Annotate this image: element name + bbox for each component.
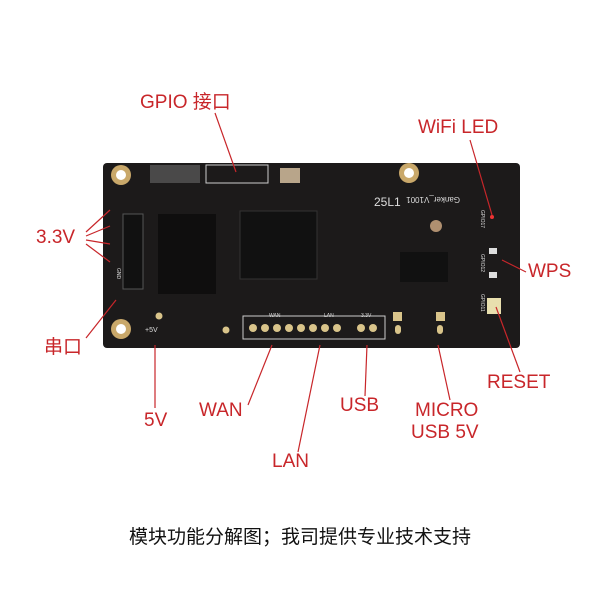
serial-label: 串口 <box>44 337 83 358</box>
caption: 模块功能分解图；我司提供专业技术支持 <box>128 526 471 548</box>
board-model-silk: Ganker_V1001 <box>406 195 460 204</box>
leader-lines <box>85 112 527 453</box>
wifi-led-label: WiFi LED <box>418 117 499 138</box>
serial-header <box>122 213 144 290</box>
gpio17-silk: GPIO17 <box>479 210 485 228</box>
soc-chip <box>239 210 318 280</box>
micro-label: MICRO <box>415 400 479 421</box>
v5-label: 5V <box>144 410 168 431</box>
ic-chip <box>400 252 448 282</box>
gpio12-silk: GPIO12 <box>479 254 485 272</box>
v5-silk: +5V <box>145 327 158 334</box>
gpio-pads <box>205 164 269 184</box>
lan-label: LAN <box>272 451 309 472</box>
v33-silk: 3.3V <box>361 313 372 319</box>
board-mark-silk: 25L1 <box>374 195 401 209</box>
circuit-board: Ganker_V1001 25L1 WAN LAN 3.3V +5V GND G… <box>103 163 520 348</box>
usb-label: USB <box>340 395 380 416</box>
lan-silk: LAN <box>324 313 334 319</box>
reset-button <box>487 298 501 314</box>
wan-silk: WAN <box>269 313 281 319</box>
wps-label: WPS <box>528 261 572 282</box>
micro-usb5v-label: USB 5V <box>411 422 479 443</box>
reset-label: RESET <box>487 372 551 393</box>
gnd-silk: GND <box>115 268 121 280</box>
gpio-label: GPIO 接口 <box>140 92 231 113</box>
gpio11-silk: GPIO11 <box>479 294 485 312</box>
wan-label: WAN <box>199 400 243 421</box>
flash-chip <box>158 214 216 294</box>
v33-label: 3.3V <box>36 227 76 248</box>
